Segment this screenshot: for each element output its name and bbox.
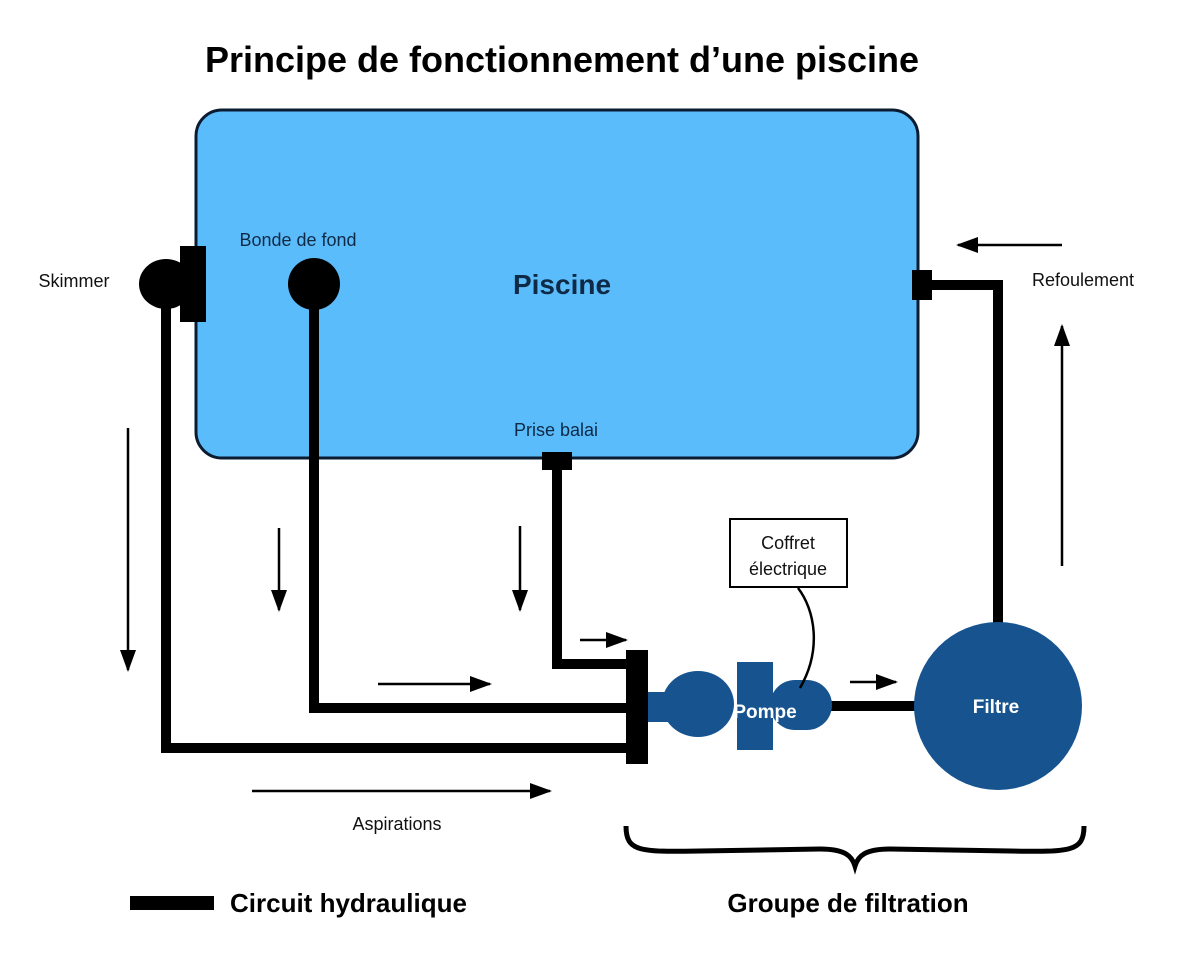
- filter-icon: [914, 622, 1082, 790]
- electrical-box-label-line1: Coffret: [761, 533, 815, 553]
- pump-icon: [648, 662, 832, 750]
- suction-manifold: [626, 650, 648, 764]
- flow-arrows: [120, 237, 1070, 799]
- prise-balai-pipe: [552, 465, 630, 669]
- legend-pipe-swatch: [130, 896, 214, 910]
- bonde-de-fond-icon: [288, 258, 340, 310]
- skimmer-icon: [139, 259, 193, 309]
- filter-label: Filtre: [973, 697, 1019, 718]
- prise-balai-connector: [542, 452, 572, 470]
- return-pipe: [930, 280, 1003, 632]
- pump-label: Pompe: [733, 702, 796, 723]
- diagram-title: Principe de fonctionnement d’une piscine: [205, 39, 919, 80]
- skimmer-mouth: [180, 246, 206, 322]
- filtration-group-brace: [623, 825, 1087, 875]
- electrical-box: [729, 518, 848, 588]
- prise-balai-label: Prise balai: [514, 420, 598, 440]
- refoulement-connector: [912, 270, 932, 300]
- legend-groupe-label: Groupe de filtration: [727, 888, 968, 918]
- bonde-pipe: [309, 300, 630, 713]
- pool-label: Piscine: [513, 269, 611, 300]
- bonde-de-fond-label: Bonde de fond: [239, 230, 356, 250]
- electrical-box-label-line2: électrique: [749, 559, 827, 579]
- hydraulic-circuit: [161, 280, 1003, 753]
- aspirations-label: Aspirations: [352, 814, 441, 834]
- legend-circuit-label: Circuit hydraulique: [230, 888, 467, 918]
- refoulement-label: Refoulement: [1032, 270, 1134, 290]
- skimmer-pipe: [161, 300, 630, 753]
- skimmer-label: Skimmer: [39, 271, 110, 291]
- electrical-cable: [797, 587, 816, 689]
